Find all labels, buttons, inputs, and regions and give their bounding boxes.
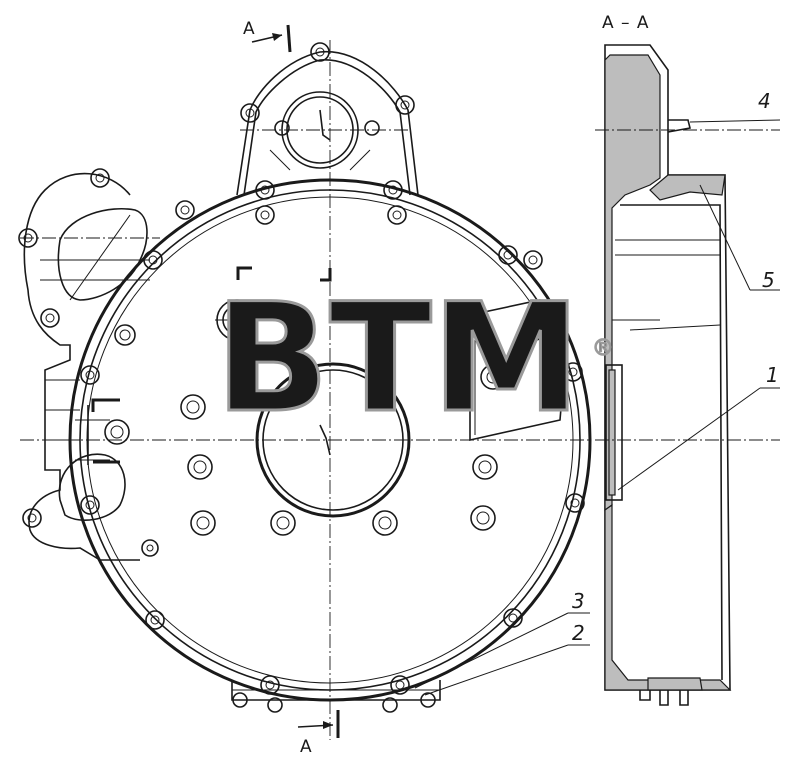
callout-1: 1 — [766, 363, 779, 387]
watermark-registered: ® — [592, 336, 614, 361]
watermark: BTM ® — [214, 271, 615, 448]
section-cut-bottom: A — [297, 710, 340, 757]
section-mark-bottom: A — [300, 737, 313, 757]
right-boss — [469, 299, 567, 441]
section-wall-hatch — [604, 54, 661, 512]
section-cut-top: A — [243, 19, 292, 53]
callout-4: 4 — [758, 89, 771, 113]
section-title: A – A — [602, 13, 650, 33]
lower-left-boss — [58, 453, 126, 521]
seal-cover — [605, 364, 623, 501]
section-view: A – A — [595, 13, 780, 706]
front-view — [18, 40, 592, 740]
section-mark-top: A — [243, 19, 256, 39]
callout-2: 2 — [572, 621, 585, 645]
flange-bolts — [18, 42, 585, 713]
callout-5: 5 — [762, 268, 775, 292]
inner-threaded-holes — [180, 299, 506, 536]
callout-3: 3 — [572, 589, 585, 613]
left-upper-boss-outline — [23, 172, 140, 561]
watermark-text: BTM — [215, 272, 581, 446]
callouts: 4 5 1 3 2 — [414, 89, 781, 696]
top-lug-outline — [236, 51, 419, 196]
